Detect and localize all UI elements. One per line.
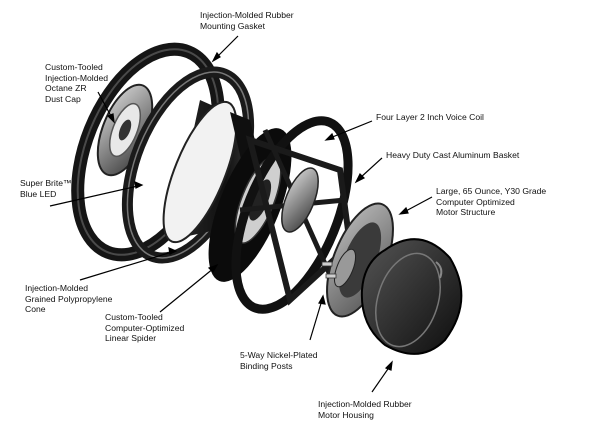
label-motor-structure: Large, 65 Ounce, Y30 Grade Computer Opti… [436, 186, 547, 217]
motor-housing [360, 238, 463, 355]
label-basket: Heavy Duty Cast Aluminum Basket [386, 150, 520, 160]
label-spider: Custom-Tooled Computer-Optimized Linear … [105, 312, 185, 343]
binding-posts [321, 261, 337, 279]
label-binding-posts: 5-Way Nickel-Plated Binding Posts [240, 350, 318, 371]
label-dust-cap: Custom-Tooled Injection-Molded Octane ZR… [45, 62, 109, 104]
motor-structure [326, 202, 394, 318]
label-blue-led: Super Brite™ Blue LED [20, 178, 72, 199]
basket [231, 116, 354, 314]
label-cone: Injection-Molded Grained Polypropylene C… [25, 283, 113, 314]
leader-lines [49, 35, 433, 393]
label-voice-coil: Four Layer 2 Inch Voice Coil [376, 112, 484, 122]
label-motor-housing: Injection-Molded Rubber Motor Housing [318, 399, 412, 420]
label-mounting-gasket: Injection-Molded Rubber Mounting Gasket [200, 10, 294, 31]
